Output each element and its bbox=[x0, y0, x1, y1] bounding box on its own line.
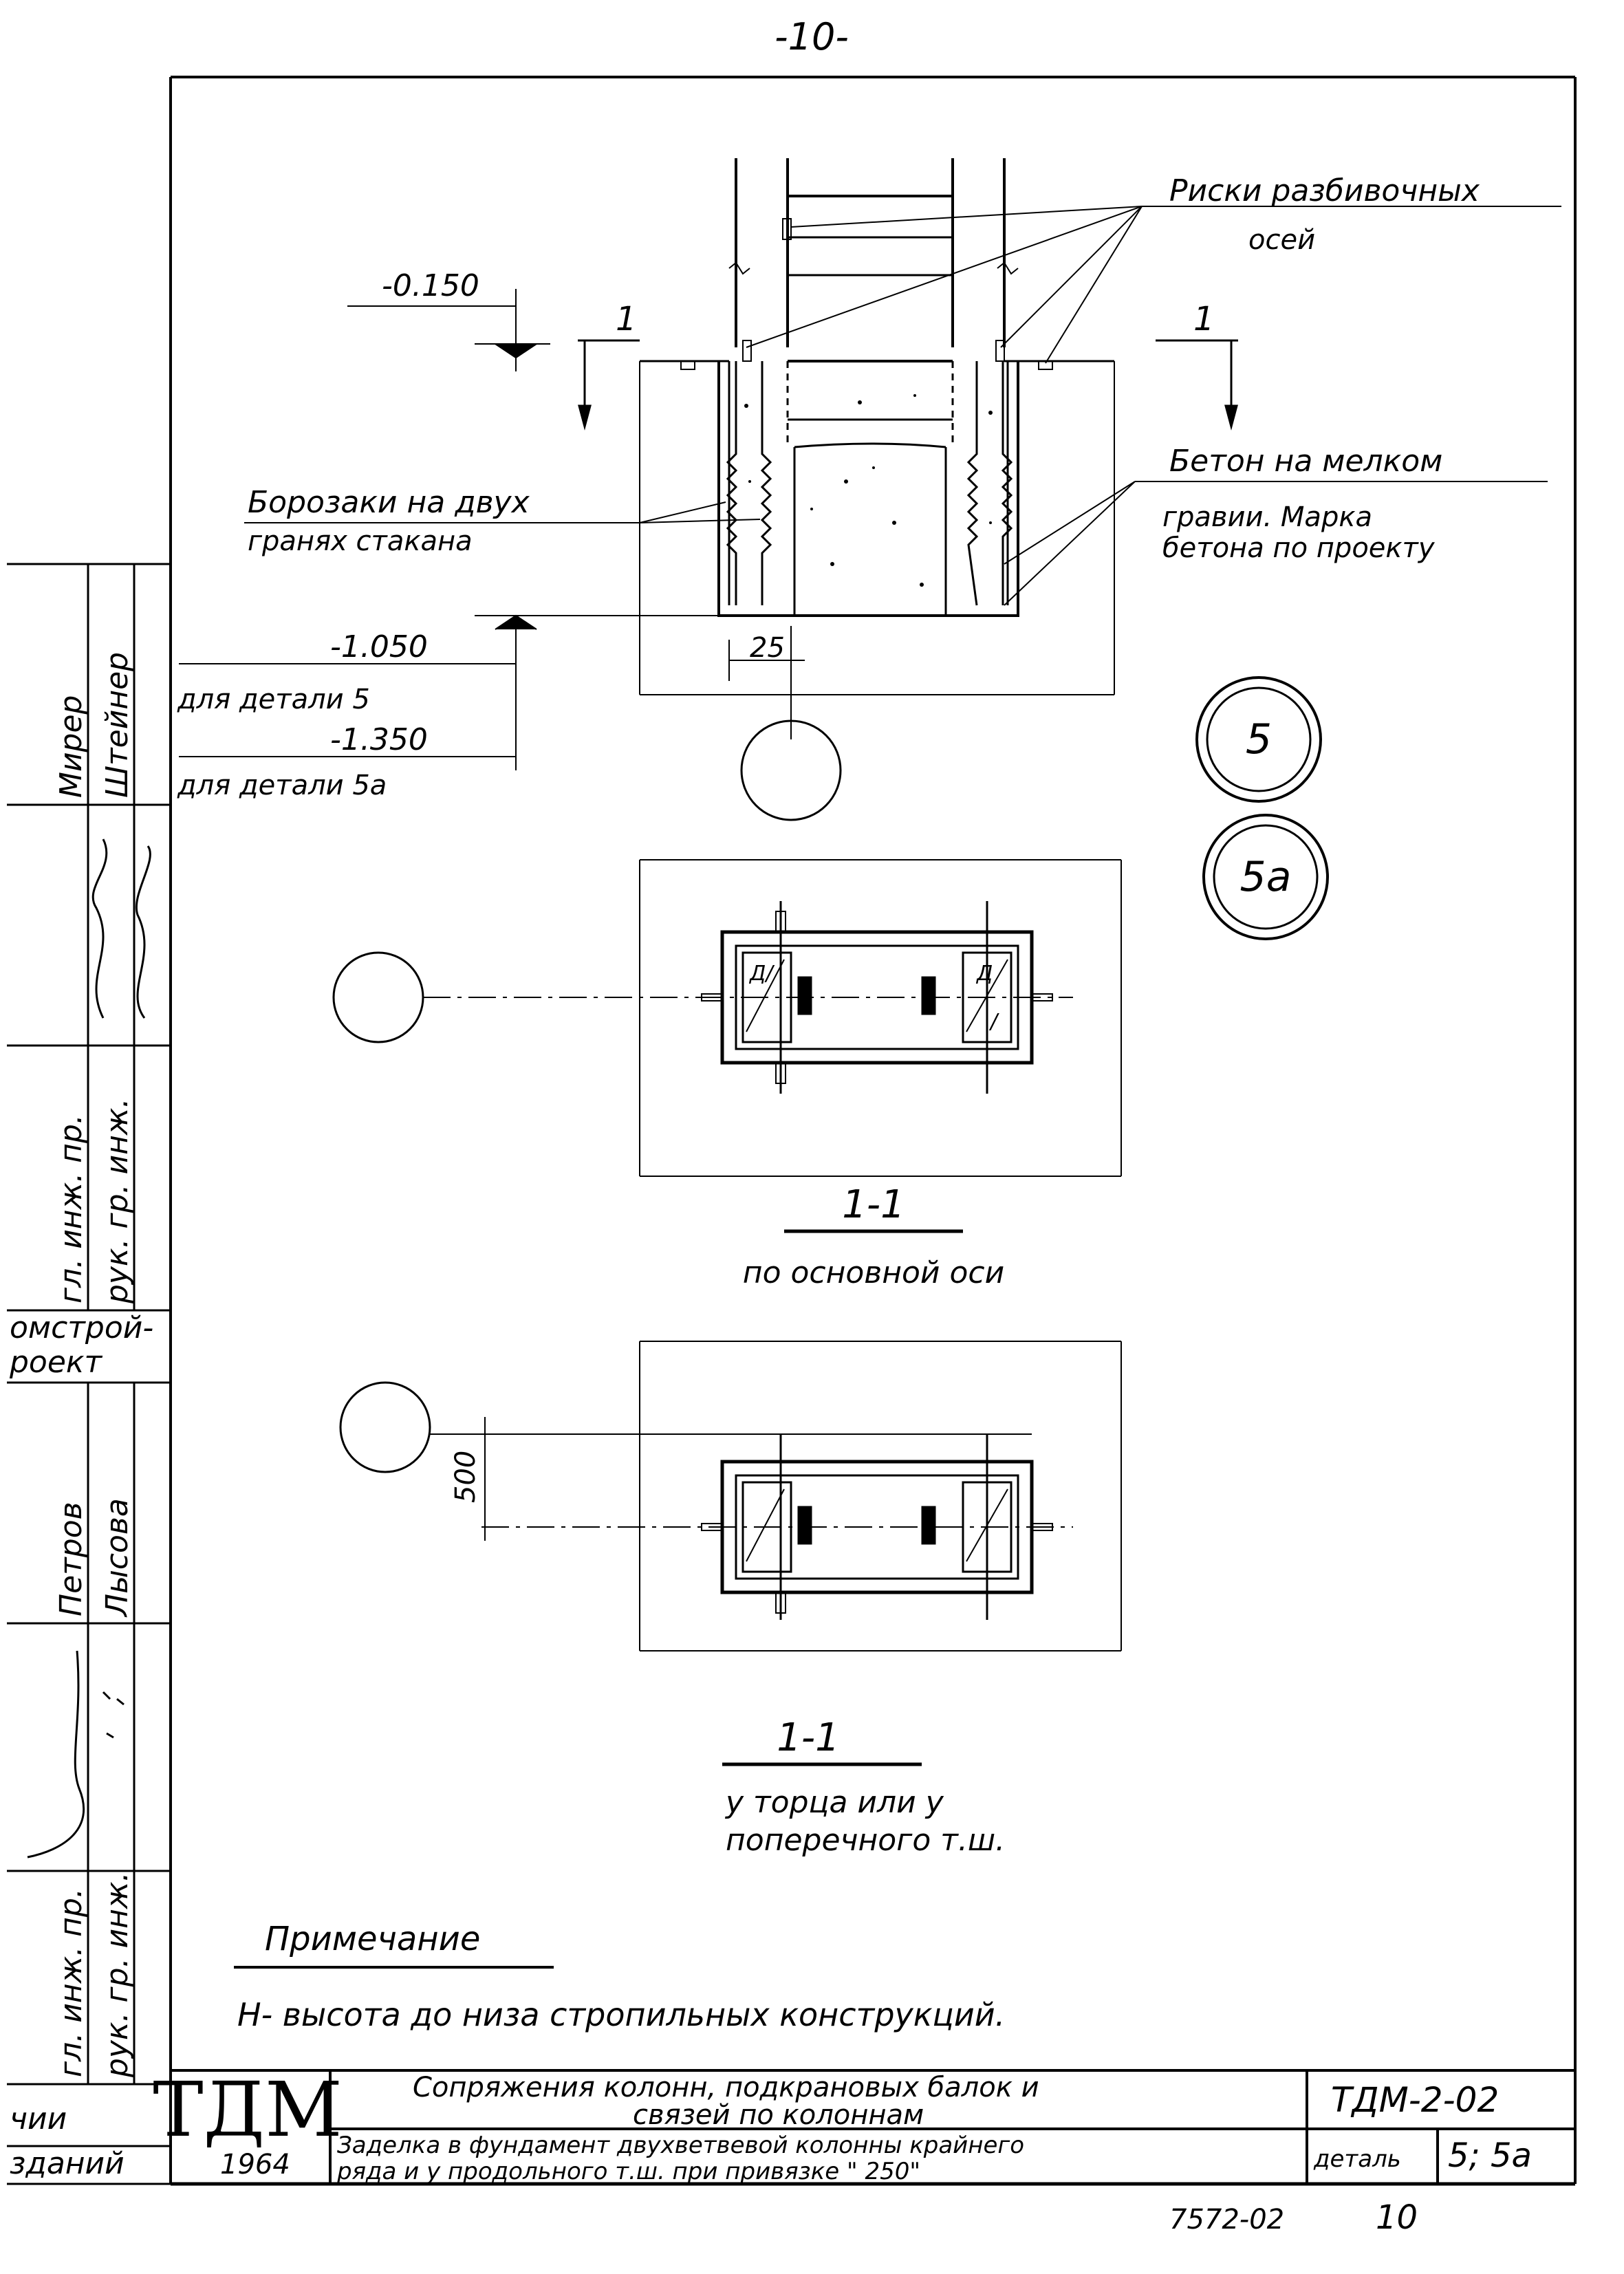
plan-1 bbox=[423, 859, 1122, 1177]
plan2-caption-2: поперечного т.ш. bbox=[726, 1823, 1005, 1858]
grooves-leaders bbox=[244, 501, 761, 523]
plan1-cell-mark-3: / bbox=[988, 1010, 999, 1034]
sheet-number: 10 bbox=[1376, 2198, 1418, 2237]
plan2-section-label: 1-1 bbox=[777, 1715, 839, 1760]
detail-value: 5; 5а bbox=[1448, 2136, 1532, 2175]
subtitle-line-1: Заделка в фундамент двухветвевой колонны… bbox=[337, 2132, 1024, 2159]
axis-bubble-plan1 bbox=[332, 951, 424, 1043]
plan2-caption-1: у торца или у bbox=[724, 1785, 944, 1820]
plan2-dim-500: 500 bbox=[450, 1451, 481, 1503]
stamp-role-3: Петров bbox=[54, 1502, 89, 1616]
label-grooves-1: Борозаки на двух bbox=[248, 485, 530, 520]
axis-bubble-plan2 bbox=[339, 1381, 431, 1473]
title-block-year: 1964 bbox=[220, 2149, 290, 2180]
side-stamp bbox=[7, 563, 171, 2185]
note-text: Н- высота до низа стропильных конструкци… bbox=[237, 1996, 1005, 2033]
label-concrete-1: Бетон на мелком bbox=[1169, 444, 1442, 479]
stamp-dept-2: зданий bbox=[10, 2146, 124, 2181]
dim-25: 25 bbox=[750, 632, 785, 664]
drawing-code: ТДМ-2-02 bbox=[1331, 2080, 1499, 2120]
level-mark-bottom bbox=[179, 614, 719, 770]
stamp-role-1: Мирер bbox=[54, 695, 89, 799]
stamp-role-2: гл. инж. пр. bbox=[54, 1114, 89, 1303]
sheet-frame bbox=[169, 76, 1577, 2186]
plan1-cell-mark-1: Д/ bbox=[748, 962, 775, 986]
concrete-fill bbox=[744, 394, 993, 587]
label-concrete-3: бетона по проекту bbox=[1162, 532, 1436, 564]
axis-marks-leaders bbox=[746, 206, 1561, 364]
foundation-elevation bbox=[639, 158, 1115, 739]
detail-marker-5a bbox=[1202, 814, 1329, 940]
stamp-name-1: Штейнер bbox=[100, 652, 135, 798]
detail-marker-5a-label: 5а bbox=[1240, 853, 1292, 901]
stamp-org-2: роект bbox=[9, 1345, 102, 1380]
label-axis-marks-1: Риски разбивочных bbox=[1169, 173, 1480, 208]
title-line-1: Сопряжения колонн, подкрановых балок и bbox=[413, 2072, 1039, 2103]
cut-mark-right bbox=[1156, 339, 1238, 431]
label-grooves-2: гранях стакана bbox=[248, 526, 473, 557]
title-line-2: связей по колоннам bbox=[633, 2099, 924, 2131]
concrete-leaders bbox=[1004, 481, 1548, 606]
stamp-role-4: гл. инж. пр. bbox=[54, 1888, 89, 2077]
signature-2 bbox=[27, 1650, 124, 1859]
level-top: -0.150 bbox=[382, 268, 479, 303]
cut-mark-right-label: 1 bbox=[1193, 300, 1215, 338]
title-block-logo: ТДМ bbox=[153, 2066, 342, 2154]
note-heading: Примечание bbox=[265, 1920, 480, 1958]
title-block-grid bbox=[171, 2069, 1575, 2184]
archive-number: 7572-02 bbox=[1169, 2204, 1284, 2235]
page-number: -10- bbox=[775, 15, 849, 58]
subtitle-line-2: ряда и у продольного т.ш. при привязке "… bbox=[336, 2158, 920, 2185]
stamp-name-2: рук. гр. инж. bbox=[100, 1098, 135, 1304]
level-mark-top bbox=[347, 289, 550, 371]
plan-2 bbox=[430, 1341, 1122, 1652]
stamp-name-4: рук. гр. инж. bbox=[100, 1872, 135, 2078]
stamp-org-1: омстрой- bbox=[10, 1310, 153, 1345]
cut-mark-left bbox=[578, 339, 640, 431]
cut-mark-left-label: 1 bbox=[616, 300, 637, 338]
level-1: -1.050 bbox=[330, 629, 428, 664]
detail-marker-5-label: 5 bbox=[1246, 715, 1272, 764]
level-1-note: для детали 5 bbox=[177, 684, 370, 715]
label-axis-marks-2: осей bbox=[1248, 224, 1315, 256]
label-concrete-2: гравии. Марка bbox=[1162, 501, 1372, 533]
signature-1 bbox=[91, 838, 151, 1019]
level-2: -1.350 bbox=[330, 722, 428, 757]
side-stamp-labels: Мирер Штейнер гл. инж. пр. рук. гр. инж.… bbox=[9, 652, 153, 2181]
stamp-dept-1: чии bbox=[10, 2101, 67, 2136]
level-2-note: для детали 5а bbox=[177, 770, 387, 801]
axis-bubble-top bbox=[740, 719, 842, 821]
plan1-caption: по основной оси bbox=[743, 1255, 1004, 1290]
detail-label: деталь bbox=[1313, 2145, 1401, 2173]
detail-marker-5 bbox=[1195, 676, 1322, 803]
stamp-name-3: Лысова bbox=[100, 1498, 135, 1618]
plan1-cell-mark-2: Д bbox=[975, 962, 993, 986]
plan1-section-label: 1-1 bbox=[842, 1182, 905, 1227]
